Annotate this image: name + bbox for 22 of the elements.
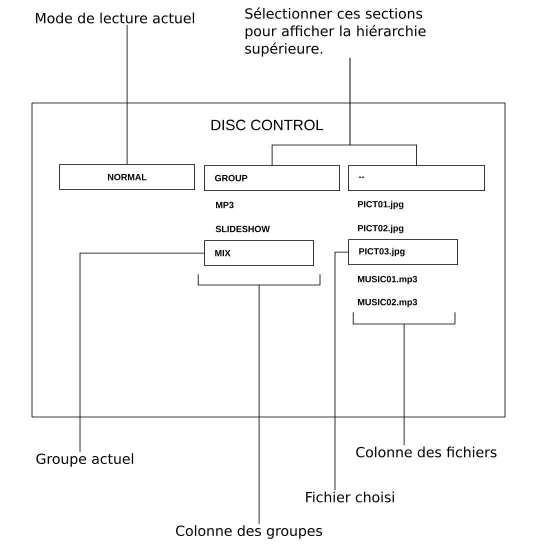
leader-line xyxy=(80,252,205,452)
leader-line xyxy=(258,284,260,524)
list-item: PICT01.jpg xyxy=(358,200,404,210)
callout-text: Colonne des fichiers xyxy=(356,446,497,458)
callout-text: Fichier choisi xyxy=(306,492,394,502)
menu-box: -- xyxy=(348,165,485,191)
list-item: MUSIC01.mp3 xyxy=(358,276,418,284)
menu-box: GROUP xyxy=(204,165,340,191)
leader-line xyxy=(334,252,349,491)
menu-box: PICT03.jpg xyxy=(348,239,458,265)
leader-line xyxy=(126,24,128,165)
bracket xyxy=(198,274,320,286)
menu-box: MIX xyxy=(204,240,314,266)
list-item: MP3 xyxy=(216,202,234,208)
callout-text: Sélectionner ces sections pour afficher la hiérarchie supérieure. xyxy=(245,7,426,56)
callout-text: Mode de lecture actuel xyxy=(36,12,194,24)
callout-text: Groupe actuel xyxy=(36,453,134,467)
callout-text: Colonne des groupes xyxy=(176,525,322,539)
bracket xyxy=(352,312,456,324)
menu-box: NORMAL xyxy=(59,164,195,190)
screen-title: DISC CONTROL xyxy=(212,120,324,130)
leader-line xyxy=(350,58,417,166)
